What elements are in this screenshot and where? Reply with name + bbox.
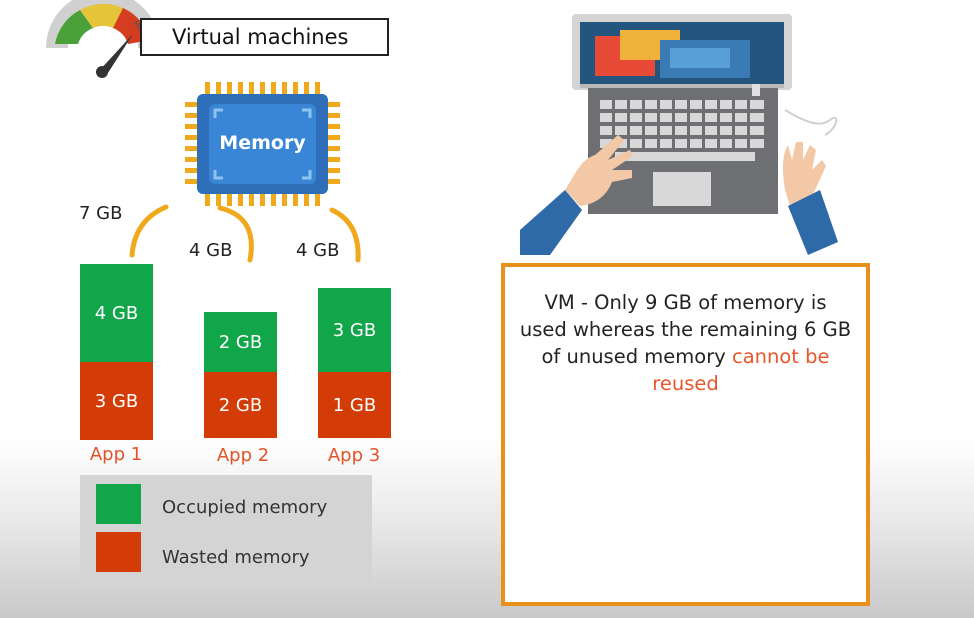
app3-bar: 3 GB 1 GB: [318, 288, 391, 438]
info-text-highlight: cannot be reused: [652, 345, 830, 395]
app1-wasted: 3 GB: [80, 362, 153, 440]
allocation-label-app1: 7 GB: [79, 203, 123, 224]
allocation-label-app2: 4 GB: [189, 240, 233, 261]
legend-wasted-swatch: [96, 532, 141, 572]
app1-occupied: 4 GB: [80, 264, 153, 362]
app3-label: App 3: [327, 445, 381, 466]
app2-bar: 2 GB 2 GB: [204, 312, 277, 438]
app1-bar: 4 GB 3 GB: [80, 264, 153, 440]
legend: Occupied memory Wasted memory: [80, 475, 372, 588]
app1-label: App 1: [89, 444, 143, 465]
laptop-icon: [520, 14, 838, 255]
app3-wasted: 1 GB: [318, 372, 391, 438]
app3-occupied: 3 GB: [318, 288, 391, 372]
memory-chip-label: Memory: [219, 132, 306, 154]
info-box: VM - Only 9 GB of memory is used whereas…: [501, 263, 870, 606]
info-text: VM - Only 9 GB of memory is used whereas…: [519, 289, 852, 397]
legend-occupied-swatch: [96, 484, 141, 524]
legend-wasted-label: Wasted memory: [162, 547, 310, 568]
legend-occupied-label: Occupied memory: [162, 497, 328, 518]
app2-occupied: 2 GB: [204, 312, 277, 372]
allocation-label-app3: 4 GB: [296, 240, 340, 261]
connector-arcs: [129, 204, 361, 263]
app2-label: App 2: [216, 445, 270, 466]
app2-wasted: 2 GB: [204, 372, 277, 438]
info-text-main: VM - Only 9 GB of memory is used whereas…: [519, 291, 852, 368]
page-title: Virtual machines: [172, 25, 349, 49]
memory-chip-icon: [185, 82, 340, 206]
title-box: [140, 18, 389, 56]
